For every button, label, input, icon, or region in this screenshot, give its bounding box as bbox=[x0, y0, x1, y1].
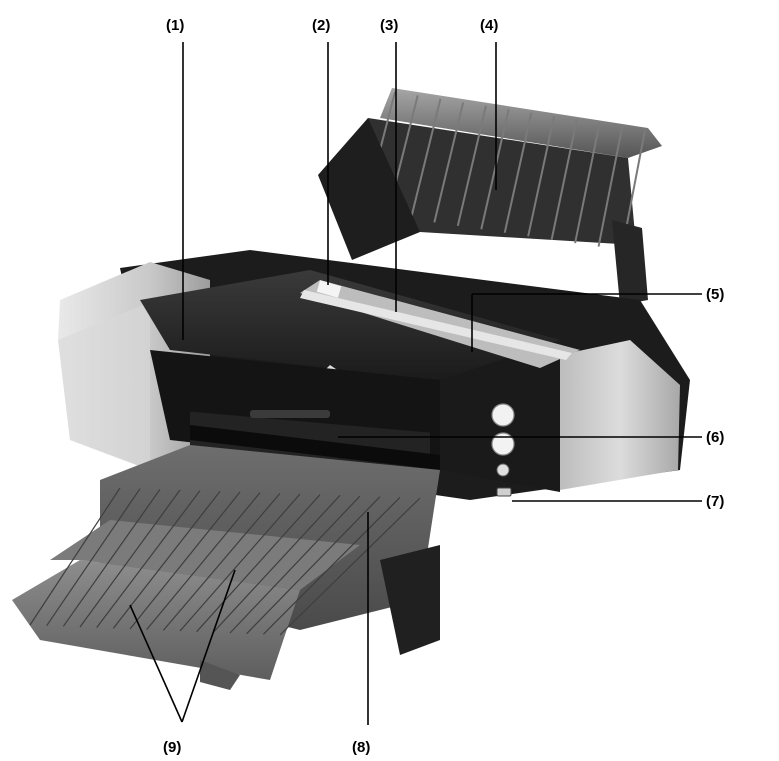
support-rib bbox=[456, 105, 487, 227]
paper-support bbox=[318, 88, 662, 305]
tray-rib bbox=[162, 492, 281, 631]
tray-rib bbox=[196, 494, 321, 633]
tray-rib bbox=[246, 496, 381, 635]
tray-rib bbox=[229, 495, 361, 634]
control-panel bbox=[491, 403, 515, 497]
callout-label-2: (2) bbox=[312, 17, 330, 34]
tray-rib bbox=[262, 496, 401, 635]
support-rib bbox=[527, 115, 556, 237]
circle-button-icon[interactable] bbox=[491, 403, 515, 427]
leader-line-9a bbox=[129, 604, 183, 723]
tray-rib bbox=[79, 489, 181, 628]
support-rib bbox=[574, 122, 601, 244]
tray-rib bbox=[112, 490, 221, 629]
circle-button-icon[interactable] bbox=[496, 463, 510, 477]
tray-rib bbox=[46, 488, 141, 627]
leader-line-9b bbox=[181, 569, 236, 723]
tray-rib bbox=[29, 487, 121, 626]
tray-rib bbox=[129, 491, 241, 630]
callout-label-3: (3) bbox=[380, 17, 398, 34]
support-rib bbox=[550, 119, 578, 240]
callout-label-6: (6) bbox=[706, 429, 724, 446]
tray-rib bbox=[279, 497, 421, 636]
support-rib bbox=[503, 112, 533, 233]
leader-lines bbox=[129, 42, 702, 725]
callout-label-9: (9) bbox=[163, 739, 181, 756]
support-rib bbox=[409, 98, 442, 220]
callout-label-4: (4) bbox=[480, 17, 498, 34]
tray-rib bbox=[62, 488, 161, 627]
callout-label-7: (7) bbox=[706, 493, 724, 510]
support-rib bbox=[433, 102, 465, 223]
paper-output-tray bbox=[12, 445, 440, 690]
tray-rib bbox=[179, 493, 301, 632]
tray-rib bbox=[96, 490, 201, 629]
callout-labels: (1) (2) (3) (4) (5) (6) (7) (8) (9) bbox=[163, 17, 724, 756]
callout-label-8: (8) bbox=[352, 739, 370, 756]
tray-rib bbox=[146, 492, 261, 631]
circle-button-icon[interactable] bbox=[491, 432, 515, 456]
tray-rib bbox=[212, 494, 341, 633]
callout-label-5: (5) bbox=[706, 286, 724, 303]
support-rib bbox=[480, 109, 510, 230]
callout-label-1: (1) bbox=[166, 17, 184, 34]
usb-port-icon bbox=[496, 487, 512, 497]
support-rib bbox=[597, 126, 624, 247]
